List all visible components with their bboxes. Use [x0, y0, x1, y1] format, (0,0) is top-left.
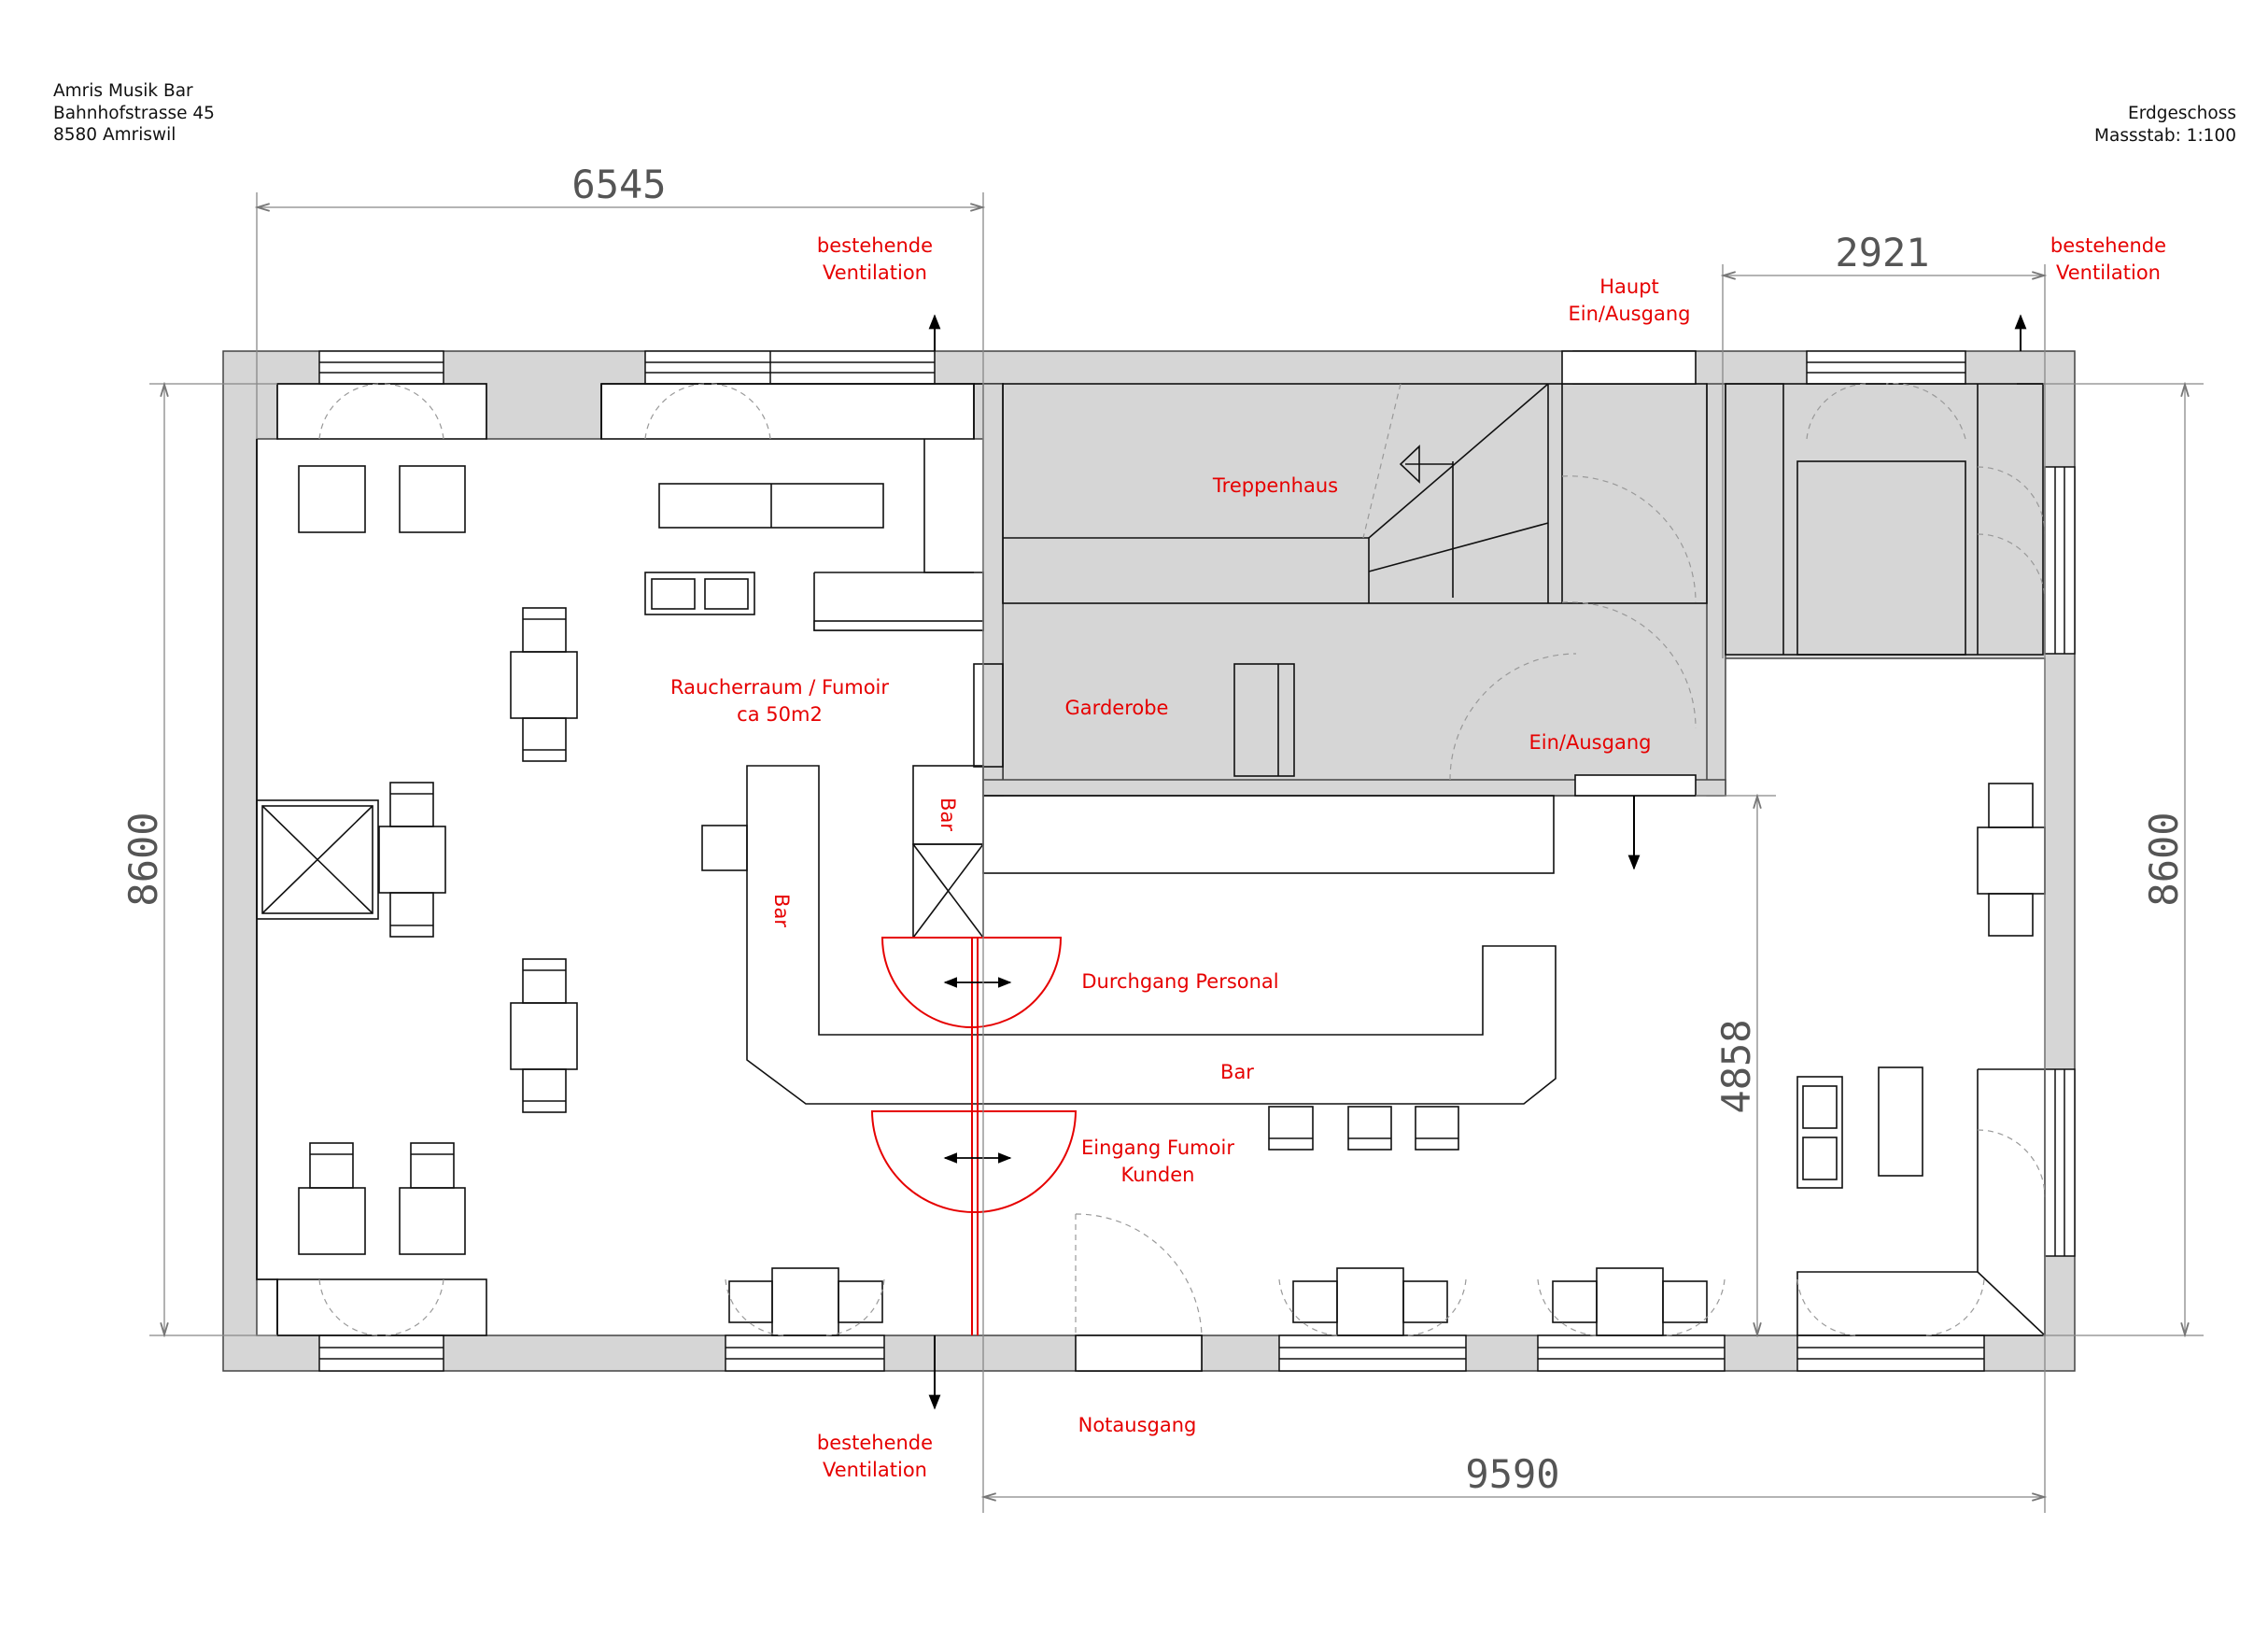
ventilation-bottom-2: Ventilation: [823, 1459, 927, 1481]
dim-top-left: 6545: [571, 162, 666, 207]
label-bar-vertical: Bar: [770, 894, 793, 927]
project-city: 8580 Amriswil: [53, 125, 176, 145]
fumoir-partition: [870, 937, 1078, 1335]
ventilation-arrows: [928, 314, 2027, 1410]
ventilation-bottom-1: bestehende: [817, 1432, 933, 1454]
label-smoking-room: Raucherraum / Fumoir: [670, 676, 889, 699]
floor-name: Erdgeschoss: [2128, 104, 2236, 123]
label-emergency-exit: Notausgang: [1078, 1414, 1197, 1436]
label-stairwell: Treppenhaus: [1212, 474, 1338, 497]
ventilation-top-right-1: bestehende: [2050, 234, 2166, 257]
label-main-entrance-1: Haupt: [1599, 275, 1659, 298]
dim-right: 8600: [2141, 812, 2187, 906]
label-fumoir-entry-2: Kunden: [1121, 1164, 1195, 1186]
label-entrance: Ein/Ausgang: [1529, 731, 1652, 754]
label-bar-main: Bar: [1220, 1061, 1254, 1083]
ventilation-top-right-2: Ventilation: [2056, 261, 2161, 284]
door-arrows: [943, 977, 1012, 1164]
windows: [318, 350, 2076, 1372]
project-street: Bahnhofstrasse 45: [53, 103, 215, 123]
label-bar-small: Bar: [937, 798, 959, 831]
dim-inner: 4858: [1713, 1019, 1759, 1113]
project-address: Amris Musik Bar Bahnhofstrasse 45 8580 A…: [53, 80, 215, 147]
dim-bottom: 9590: [1465, 1451, 1559, 1497]
dimension-lines: [149, 192, 2204, 1513]
label-main-entrance-2: Ein/Ausgang: [1569, 303, 1691, 325]
door-swings: [318, 383, 2046, 1336]
drawing-scale: Massstab: 1:100: [2094, 125, 2236, 146]
stair-core-wall-left: [982, 383, 1004, 797]
drawing-info: Erdgeschoss Massstab: 1:100: [2094, 103, 2236, 147]
ventilation-top-left-2: Ventilation: [823, 261, 927, 284]
dim-top-right: 2921: [1835, 230, 1929, 275]
label-fumoir-entry-1: Eingang Fumoir: [1081, 1137, 1234, 1159]
label-cloakroom: Garderobe: [1065, 697, 1169, 719]
label-smoking-area: ca 50m2: [737, 703, 823, 726]
label-staff-passage: Durchgang Personal: [1081, 970, 1278, 993]
project-name: Amris Musik Bar: [53, 81, 193, 101]
ventilation-top-left-1: bestehende: [817, 234, 933, 257]
dim-left: 8600: [120, 812, 166, 906]
